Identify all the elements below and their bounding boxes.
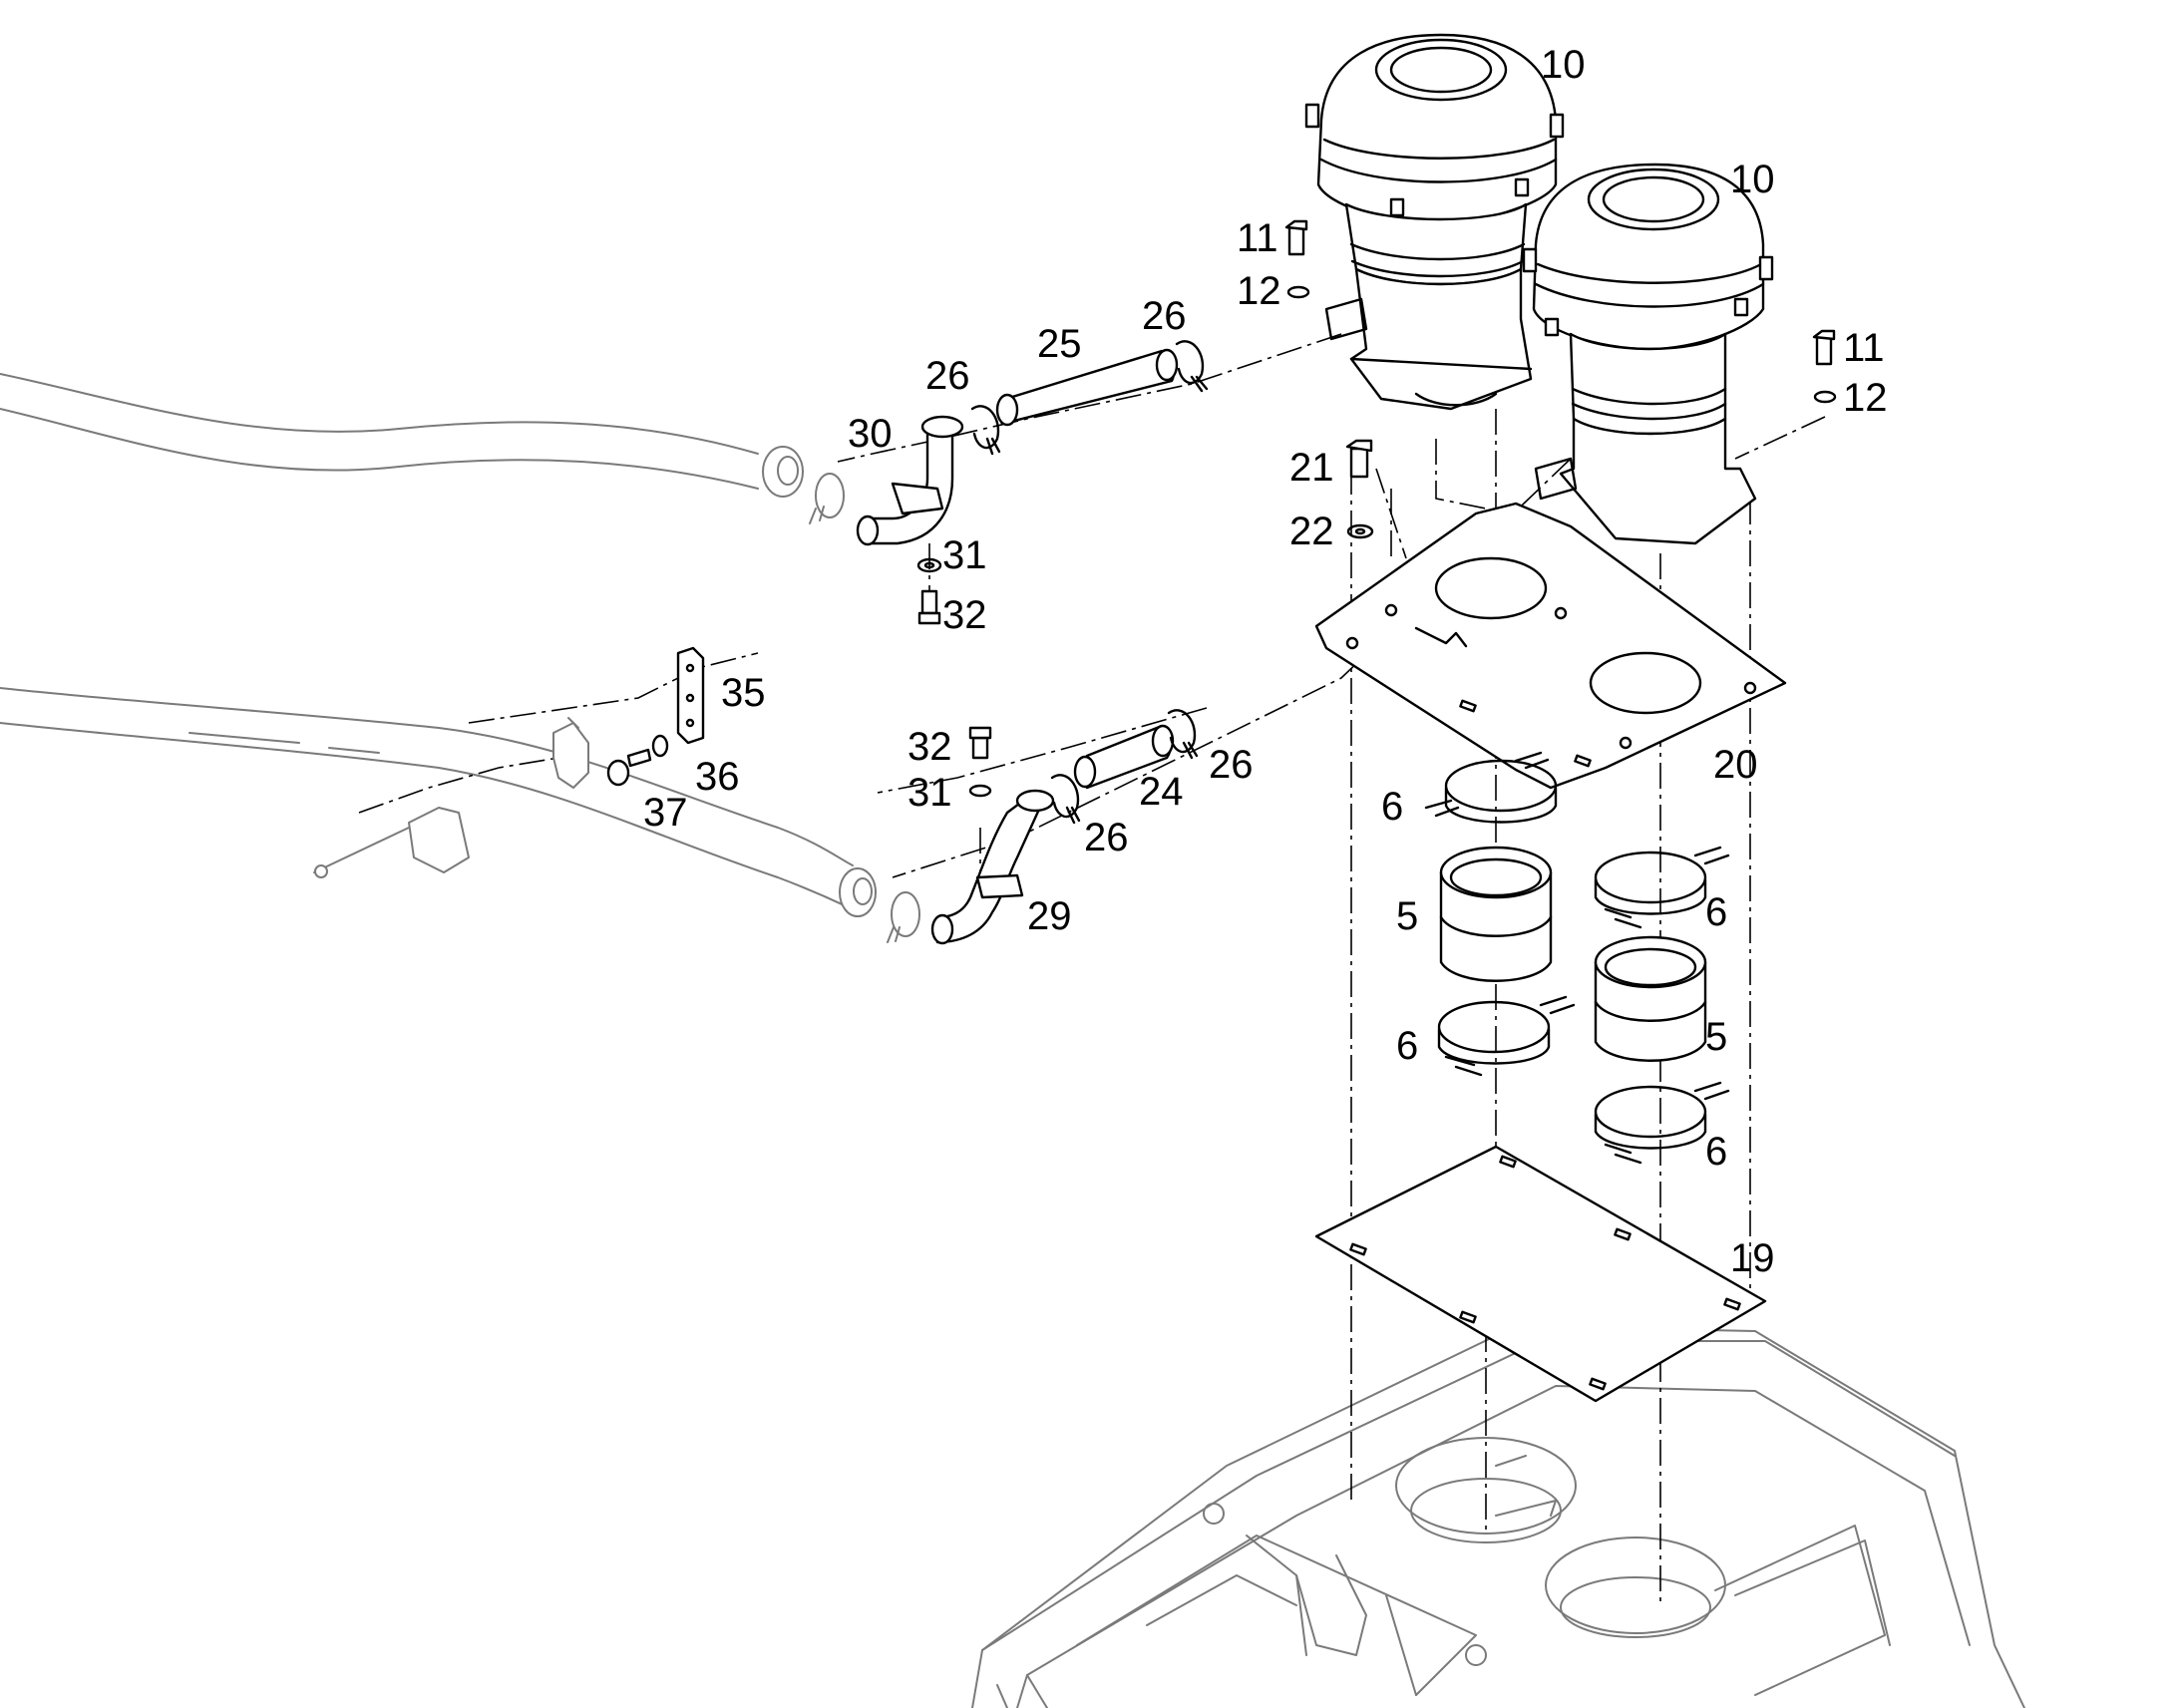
clamp-26-lower-right (1167, 709, 1199, 760)
machine-frame (971, 1325, 2025, 1708)
callout-21: 21 (1289, 446, 1334, 490)
callout-6d: 6 (1705, 1130, 1727, 1174)
callout-31b: 31 (908, 771, 952, 815)
callout-26d: 26 (1084, 816, 1129, 859)
callout-30: 30 (848, 412, 893, 456)
elbow-30 (856, 415, 964, 546)
hose-clamp-6-a (1424, 751, 1558, 824)
hose-clamp-6-d (1594, 1081, 1730, 1165)
callout-12a: 12 (1237, 269, 1281, 313)
bolt-32-upper (917, 589, 941, 625)
clamp-26-upper-left (970, 405, 1001, 456)
callout-22: 22 (1289, 510, 1334, 553)
callout-20: 20 (1713, 743, 1758, 787)
duct-clamp-upper (809, 473, 845, 524)
callout-37: 37 (643, 791, 688, 835)
callout-26c: 26 (1209, 743, 1254, 787)
sleeve-5-b (1594, 935, 1707, 1062)
callout-32a: 32 (942, 593, 987, 637)
washer-31-upper (916, 557, 942, 573)
clamp-26-lower-left (1050, 774, 1081, 825)
callout-10b: 10 (1730, 158, 1775, 201)
washer-36 (651, 734, 669, 758)
callout-12b: 12 (1843, 376, 1888, 420)
callout-36: 36 (695, 755, 740, 799)
gasket-plate (1314, 1145, 1767, 1403)
air-filter-housing-left (1304, 33, 1565, 411)
mounting-plate (1314, 502, 1787, 790)
hose-clamp-6-b (1437, 995, 1576, 1077)
callout-5a: 5 (1396, 894, 1418, 938)
bracket-35 (676, 646, 705, 745)
callout-35: 35 (721, 671, 766, 715)
hose-24 (1073, 724, 1175, 790)
callout-26a: 26 (1142, 294, 1187, 338)
callout-5b: 5 (1705, 1015, 1727, 1059)
air-filter-housing-right (1522, 163, 1774, 545)
washer-12-left (1286, 285, 1310, 299)
hose-clamp-6-c (1594, 846, 1730, 929)
sleeve-5-a (1439, 846, 1553, 982)
callout-6b: 6 (1396, 1024, 1418, 1068)
duct-clamp-lower (887, 891, 920, 943)
callout-24: 24 (1139, 770, 1184, 814)
washer-22 (1346, 523, 1374, 539)
bolt-11-right (1812, 329, 1836, 366)
callout-32b: 32 (908, 725, 952, 769)
callout-31a: 31 (942, 533, 987, 577)
bolt-37 (606, 748, 652, 787)
bolt-11-left (1284, 219, 1308, 256)
hose-25 (995, 348, 1179, 427)
washer-12-right (1813, 390, 1837, 404)
lower-intake-duct (0, 687, 877, 917)
callouts: 10 10 11 12 11 12 25 26 26 30 21 22 31 3… (643, 43, 1888, 1280)
callout-10a: 10 (1541, 43, 1586, 87)
bolt-32-lower (968, 726, 992, 760)
elbow-29 (930, 789, 1055, 945)
clamp-26-upper-right (1175, 340, 1209, 393)
duct-support-clamp (313, 717, 589, 878)
callout-6c: 6 (1705, 890, 1727, 934)
callout-19: 19 (1730, 1236, 1775, 1280)
callout-11b: 11 (1843, 326, 1885, 370)
callout-29: 29 (1027, 894, 1072, 938)
callout-6a: 6 (1381, 785, 1403, 829)
washer-31-lower (968, 784, 992, 798)
callout-26b: 26 (925, 354, 970, 398)
callout-11a: 11 (1237, 216, 1278, 260)
callout-25: 25 (1037, 322, 1082, 366)
bolt-21 (1345, 439, 1373, 479)
upper-intake-duct (0, 373, 804, 498)
